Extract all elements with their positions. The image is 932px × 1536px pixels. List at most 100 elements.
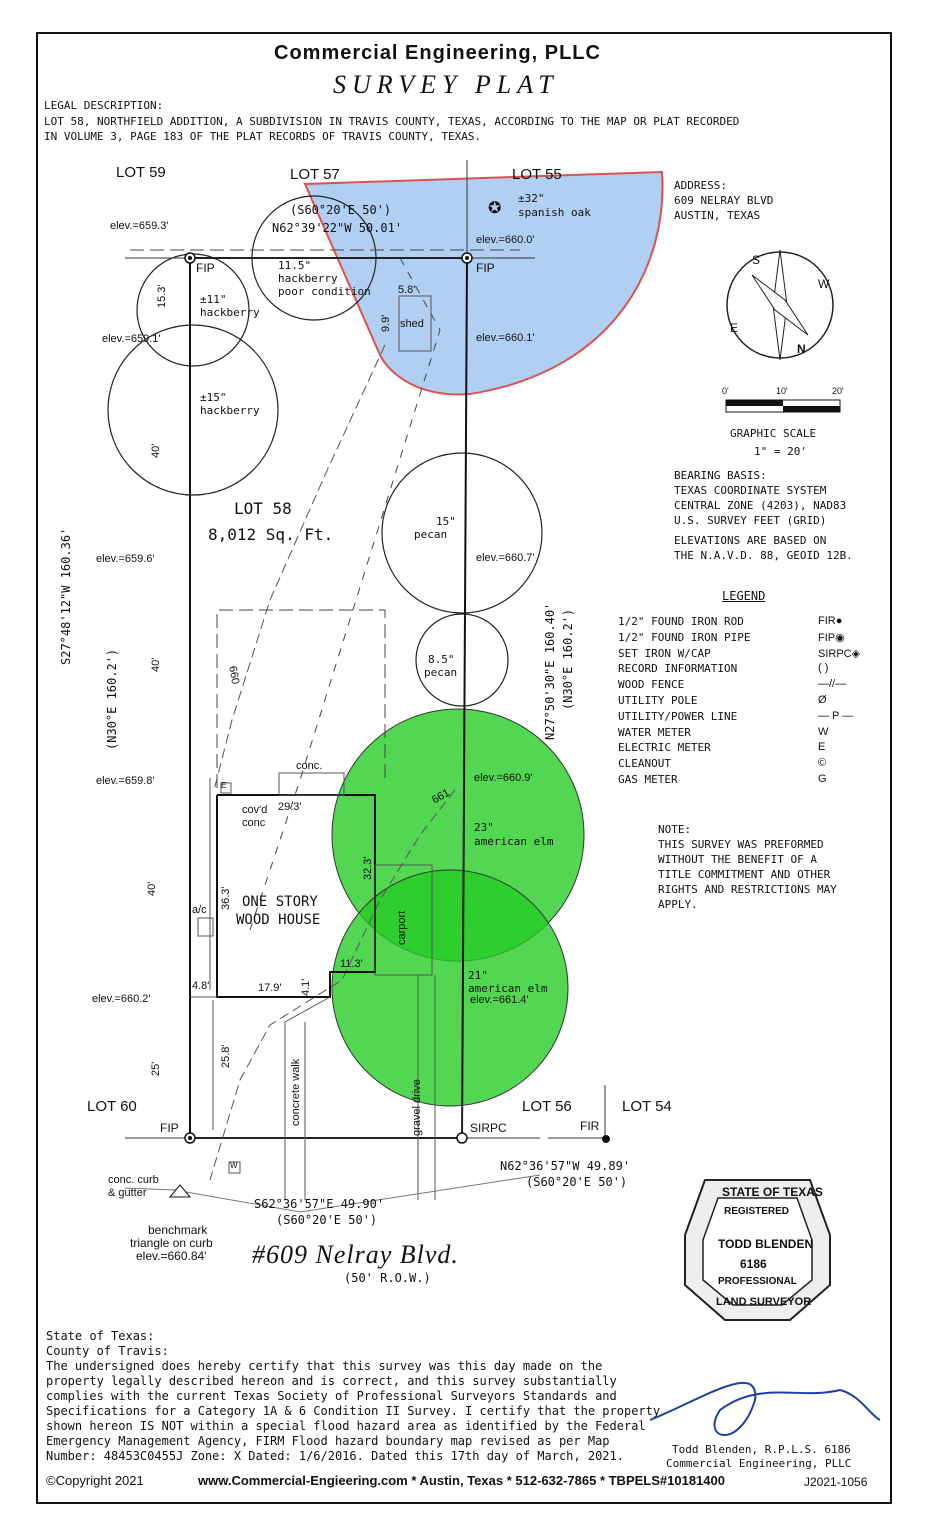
legend-item-symbol: G	[818, 773, 827, 785]
pecan-1-species: pecan	[414, 528, 448, 541]
fip-nw-label: FIP	[196, 261, 215, 275]
hackberry-3-size: ±15"	[200, 391, 227, 404]
oak-size: ±32"	[518, 192, 545, 205]
cert-l3: The undersigned does hereby certify that…	[46, 1359, 603, 1373]
address-line-1: 609 NELRAY BLVD	[674, 194, 774, 207]
concrete-walk-label: concrete walk	[290, 1058, 302, 1126]
fir-label: FIR	[580, 1119, 600, 1133]
hackberry-3-species: hackberry	[200, 404, 260, 417]
street-name: #609 Nelray Blvd.	[252, 1240, 459, 1269]
dim-40-a: 40'	[150, 443, 162, 458]
elev-5: elev.=660.2'	[92, 993, 151, 1005]
hackberry-1-size: 11.5"	[278, 259, 312, 272]
bearing-l2: TEXAS COORDINATE SYSTEM	[674, 484, 827, 497]
ac-label: a/c	[192, 904, 207, 916]
legend-item-label: UTILITY POLE	[618, 694, 698, 707]
lot-56-label: LOT 56	[522, 1098, 572, 1115]
seal-number: 6186	[740, 1257, 767, 1271]
dim-4-8: 4.8'	[192, 980, 210, 992]
legend-item-symbol: Ø	[818, 694, 827, 706]
elev-6: elev.=660.0'	[476, 234, 535, 246]
note-l4: TITLE COMMITMENT AND OTHER	[658, 868, 831, 881]
dim-40-c: 40'	[146, 881, 158, 896]
lot-54-label: LOT 54	[622, 1098, 672, 1115]
legend-item-symbol: —//—	[818, 678, 847, 691]
west-bearing: S27°48'12"W 160.36'	[59, 527, 73, 665]
legend-item-label: WATER METER	[618, 725, 691, 739]
east-bearing: N27°50'30"E 160.40'	[543, 602, 557, 740]
legend-item-symbol: ( )	[818, 662, 829, 675]
elev-4: elev.=659.8'	[96, 775, 155, 787]
scale-ratio: 1" = 20'	[754, 445, 807, 458]
contour-661	[209, 789, 456, 1181]
compass-s: S	[752, 253, 761, 267]
seal-registered: REGISTERED	[724, 1206, 790, 1217]
footer-contact: www.Commercial-Engieering.com * Austin, …	[198, 1473, 725, 1488]
cert-l2: County of Travis:	[46, 1344, 169, 1358]
signer-l2: Commercial Engineering, PLLC	[666, 1457, 852, 1470]
seal-name: TODD BLENDEN	[718, 1237, 814, 1251]
cert-l9: Number: 48453C0455J Zone: X Dated: 1/6/2…	[46, 1449, 624, 1463]
signer-l1: Todd Blenden, R.P.L.S. 6186	[672, 1443, 851, 1456]
curb-label-2: & gutter	[108, 1187, 147, 1199]
bearing-l5: ELEVATIONS ARE BASED ON	[674, 534, 827, 547]
oak-species: spanish oak	[518, 206, 591, 219]
cert-l4: property legally described hereon and is…	[46, 1374, 617, 1388]
electric-meter-icon: E	[221, 781, 227, 790]
west-record-wrap: (N30°E 160.2')	[105, 648, 120, 750]
east-bearing-wrap: N27°50'30"E 160.40'	[543, 602, 558, 740]
west-record: (N30°E 160.2')	[105, 648, 119, 750]
hackberry-2-size: ±11"	[200, 293, 227, 306]
hackberry-1-condition: poor condition	[278, 285, 371, 298]
legend-item-label: ELECTRIC METER	[618, 741, 711, 755]
benchmark-label-3: elev.=660.84'	[136, 1249, 207, 1263]
fir-marker	[602, 1135, 610, 1143]
seal-bottom-text: LAND SURVEYOR	[716, 1296, 812, 1308]
compass-w: W	[818, 277, 830, 291]
cert-l1: State of Texas:	[46, 1329, 155, 1343]
east-property-line	[461, 257, 468, 1139]
job-number: J2021-1056	[804, 1475, 868, 1489]
elm-1-species: american elm	[474, 835, 554, 848]
south-record: (S60°20'E 50')	[276, 1213, 378, 1227]
elm-2-size: 21"	[468, 969, 488, 982]
fip-sw-label: FIP	[160, 1121, 179, 1135]
lot56-record: (S60°20'E 50')	[526, 1175, 628, 1189]
hackberry-2-species: hackberry	[200, 306, 260, 319]
pecan-2-species: pecan	[424, 666, 458, 679]
elev-8: elev.=660.7'	[476, 552, 535, 564]
right-of-way: (50' R.O.W.)	[344, 1271, 431, 1285]
cert-l5: complies with the current Texas Society …	[46, 1389, 617, 1403]
note-l5: RIGHTS AND RESTRICTIONS MAY	[658, 883, 837, 896]
note-l2: THIS SURVEY WAS PREFORMED	[658, 838, 824, 851]
cert-l8: Emergency Management Agency, FIRM Flood …	[46, 1434, 610, 1448]
dim-11-3: 11.3'	[340, 958, 363, 970]
legend-item-label: 1/2" FOUND IRON ROD	[618, 615, 744, 628]
scale-label: GRAPHIC SCALE	[730, 427, 817, 440]
legal-heading: LEGAL DESCRIPTION:	[44, 99, 164, 112]
dim-25-8: 25.8'	[220, 1044, 232, 1068]
shed-dim-58: 5.8'	[398, 284, 416, 296]
north-record: (S60°20'E 50')	[290, 203, 392, 217]
seal-top-text: STATE OF TEXAS	[722, 1185, 823, 1199]
shed-label: shed	[400, 318, 424, 330]
water-meter-icon: W	[230, 1161, 238, 1170]
scale-tick-10: 10'	[776, 386, 788, 396]
legend-item-label: UTILITY/POWER LINE	[618, 709, 738, 723]
pecan-8-5-canopy	[415, 613, 509, 707]
legend-item-symbol: E	[818, 741, 826, 754]
legend-item-symbol: ©	[818, 757, 827, 770]
south-bearing: S62°36'57"E 49.90'	[254, 1197, 385, 1211]
elev-9: elev.=660.9'	[474, 772, 533, 784]
sirpc-label: SIRPC	[470, 1121, 507, 1135]
bearing-l6: THE N.A.V.D. 88, GEOID 12B.	[674, 549, 853, 562]
dim-36-3: 36.3'	[220, 886, 232, 910]
copyright: ©Copyright 2021	[46, 1473, 144, 1488]
company-title: Commercial Engineering, PLLC	[274, 42, 601, 64]
lot56-bearing: N62°36'57"W 49.89'	[500, 1159, 631, 1173]
signature-scrawl	[649, 1381, 881, 1436]
legend-item-label: GAS METER	[618, 773, 678, 786]
hackberry-1-species: hackberry	[278, 272, 338, 285]
cert-l6: Specifications for a Category 1A & 6 Con…	[46, 1404, 661, 1418]
